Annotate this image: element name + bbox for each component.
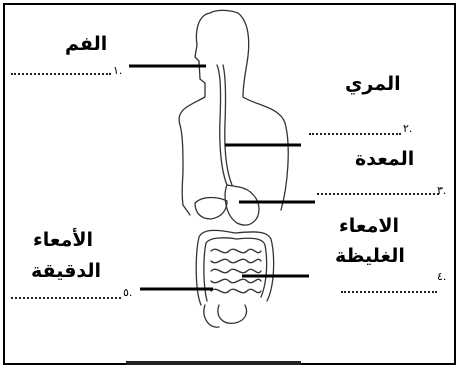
label-mouth: الفم xyxy=(65,35,107,54)
stomach-shape xyxy=(225,185,259,225)
worksheet-frame: ١. ٢. ٣. ٤. ٥. الفم المري المعدة الامعاء… xyxy=(3,3,456,365)
label-large-intestine-1: الامعاء xyxy=(339,217,399,236)
label-small-intestine-2: الدقيقة xyxy=(31,262,101,281)
blank-number-2: ٢. xyxy=(403,123,412,134)
blank-number-1: ١. xyxy=(113,65,122,76)
liver-shape xyxy=(195,198,227,220)
answer-blank-5 xyxy=(11,297,121,299)
answer-blank-1 xyxy=(11,73,111,75)
small-intestine-coils xyxy=(211,249,261,292)
blank-number-5: ٥. xyxy=(123,287,132,298)
digestive-system-illustration xyxy=(5,5,456,365)
body-outline xyxy=(179,10,288,215)
answer-blank-3 xyxy=(317,193,439,195)
label-small-intestine-1: الأمعاء xyxy=(33,231,93,250)
label-stomach: المعدة xyxy=(355,150,414,169)
blank-number-4: ٤. xyxy=(437,271,446,282)
answer-blank-2 xyxy=(309,133,401,135)
label-large-intestine-2: الغليظة xyxy=(335,247,405,266)
blank-number-3: ٣. xyxy=(437,185,446,196)
answer-blank-4 xyxy=(341,291,437,293)
label-esophagus: المري xyxy=(345,75,401,94)
bottom-bar xyxy=(126,361,301,365)
